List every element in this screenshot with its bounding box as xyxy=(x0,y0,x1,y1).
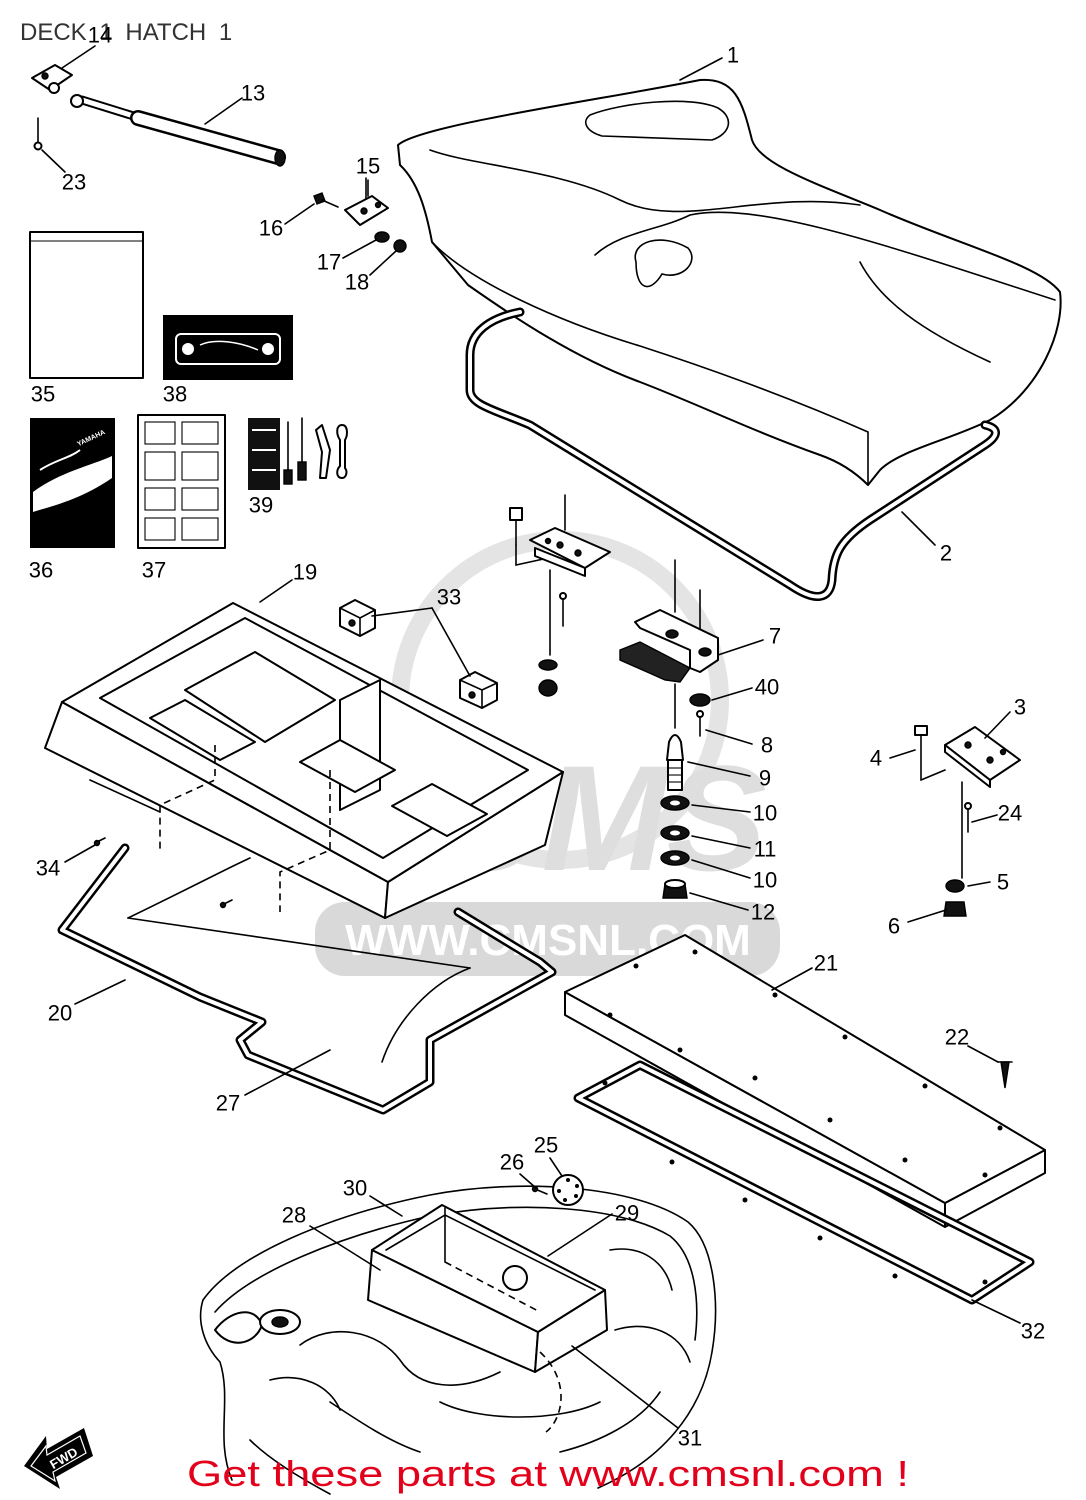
callout-15: 15 xyxy=(356,154,380,179)
callout-6: 6 xyxy=(888,914,900,939)
callout-19: 19 xyxy=(293,560,317,585)
hatch-board xyxy=(564,934,1046,1228)
strut-bracket xyxy=(31,64,84,108)
storage-tray xyxy=(44,602,564,919)
forward-arrow-icon: FWD xyxy=(24,1428,93,1489)
deck-hull xyxy=(199,1185,717,1495)
tray-mat xyxy=(127,857,471,1063)
callout-27: 27 xyxy=(216,1091,240,1116)
callout-21: 21 xyxy=(814,951,838,976)
callout-10: 10 xyxy=(753,801,777,826)
callout-29: 29 xyxy=(615,1201,639,1226)
nut xyxy=(393,239,407,253)
seat-seal xyxy=(465,307,1000,601)
callout-36: 36 xyxy=(29,558,53,583)
callout-7: 7 xyxy=(769,624,781,649)
callout-16: 16 xyxy=(259,216,283,241)
callout-2: 2 xyxy=(940,541,952,566)
callout-33: 33 xyxy=(437,585,461,610)
callout-10b: 10 xyxy=(753,868,777,893)
callout-34: 34 xyxy=(36,856,60,881)
hatch-hinge-upper xyxy=(509,494,611,697)
callout-22: 22 xyxy=(945,1025,969,1050)
callout-35: 35 xyxy=(31,382,55,407)
storage-box xyxy=(367,1204,608,1433)
leader-lines xyxy=(41,45,1021,1429)
callout-32: 32 xyxy=(1021,1319,1045,1344)
footer-link[interactable]: Get these parts at www.cmsnl.com ! xyxy=(187,1453,909,1494)
callout-30: 30 xyxy=(343,1176,367,1201)
board-gasket xyxy=(573,1060,1035,1305)
callout-28: 28 xyxy=(282,1203,306,1228)
hatch-hinge-right xyxy=(914,725,1021,917)
callout-12: 12 xyxy=(751,900,775,925)
callout-40: 40 xyxy=(755,675,779,700)
strut-bolt xyxy=(33,117,43,151)
seat-cushion xyxy=(397,78,1062,486)
callout-11: 11 xyxy=(754,837,777,862)
diagram-title: DECK 1 HATCH 1 xyxy=(20,19,232,46)
instruction-sheets xyxy=(137,414,226,549)
callout-4: 4 xyxy=(870,746,882,771)
callout-37: 37 xyxy=(142,558,166,583)
callout-39: 39 xyxy=(249,493,273,518)
board-screw xyxy=(997,1061,1013,1089)
callout-5: 5 xyxy=(997,870,1009,895)
tray-gasket xyxy=(57,843,557,1115)
callout-26: 26 xyxy=(500,1150,524,1175)
bracket-bolt xyxy=(313,192,339,208)
callout-24: 24 xyxy=(998,801,1022,826)
callout-14: 14 xyxy=(88,23,112,48)
owners-manual: YAMAHA xyxy=(30,418,115,548)
callout-17: 17 xyxy=(317,250,341,275)
callouts: 1 2 3 4 5 6 7 8 9 10 11 10 12 13 14 15 1… xyxy=(29,23,1045,1451)
gas-strut xyxy=(77,95,286,167)
hatch-bracket xyxy=(344,177,389,226)
inspection-cap xyxy=(552,1174,584,1206)
tool-kit xyxy=(248,417,348,490)
latch-stack xyxy=(660,683,711,899)
callout-3: 3 xyxy=(1014,695,1026,720)
callout-31: 31 xyxy=(678,1426,702,1451)
owners-booklet xyxy=(29,231,144,379)
video-cassette xyxy=(163,315,293,380)
callout-38: 38 xyxy=(163,382,187,407)
callout-13: 13 xyxy=(241,81,265,106)
washer xyxy=(374,231,390,243)
callout-1: 1 xyxy=(727,43,739,68)
hinge-bracket xyxy=(619,559,719,683)
tray-blocks xyxy=(339,599,498,709)
callout-25: 25 xyxy=(534,1133,558,1158)
callout-23: 23 xyxy=(62,170,86,195)
callout-9: 9 xyxy=(759,766,771,791)
callout-20: 20 xyxy=(48,1001,72,1026)
tray-screws xyxy=(93,837,233,909)
watermark: CMS WWW.CMSNL.COM xyxy=(315,531,780,976)
callout-8: 8 xyxy=(761,733,773,758)
callout-18: 18 xyxy=(345,270,369,295)
